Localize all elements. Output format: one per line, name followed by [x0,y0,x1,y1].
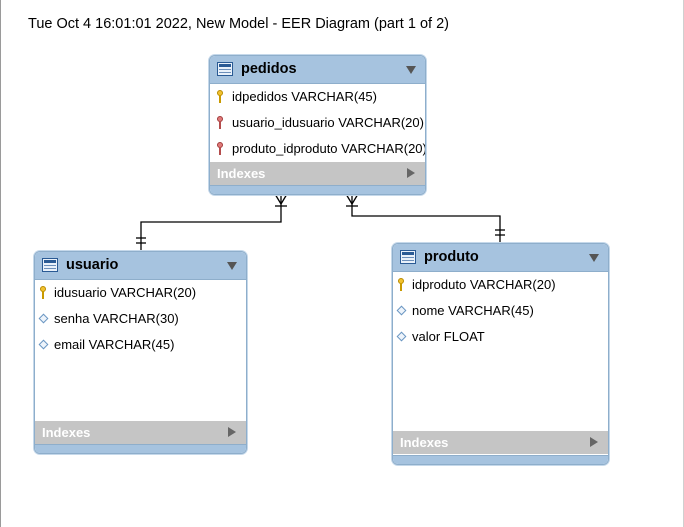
triangle-down-icon[interactable] [227,262,237,270]
column-label: produto_idproduto VARCHAR(20) [232,141,426,156]
column-label: email VARCHAR(45) [54,337,175,352]
column-label: idusuario VARCHAR(20) [54,285,197,300]
triangle-right-icon[interactable] [590,437,598,447]
column-list: idproduto VARCHAR(20) nome VARCHAR(45) v… [393,272,608,350]
foreign-key-icon [217,116,223,129]
column-label: valor FLOAT [412,329,485,344]
diagram-header: Tue Oct 4 16:01:01 2022, New Model - EER… [28,16,449,32]
indexes-section[interactable]: Indexes [35,421,246,444]
triangle-down-icon[interactable] [589,254,599,262]
column-list: idpedidos VARCHAR(45) usuario_idusuario … [210,84,425,162]
column-row[interactable]: valor FLOAT [393,324,608,350]
table-footer [210,185,425,194]
column-list: idusuario VARCHAR(20) senha VARCHAR(30) … [35,280,246,358]
table-name: usuario [66,257,119,273]
column-row[interactable]: idusuario VARCHAR(20) [35,280,246,306]
diamond-icon [396,305,407,316]
primary-key-icon [398,278,404,291]
column-row[interactable]: senha VARCHAR(30) [35,306,246,332]
column-label: idpedidos VARCHAR(45) [232,89,377,104]
table-icon [42,258,58,272]
page-left-border [0,0,1,527]
column-label: usuario_idusuario VARCHAR(20) [232,115,424,130]
table-pedidos[interactable]: pedidos idpedidos VARCHAR(45) usuario_id… [209,55,426,195]
diamond-icon [396,331,407,342]
triangle-down-icon[interactable] [406,66,416,74]
indexes-label: Indexes [42,425,91,440]
foreign-key-icon [217,142,223,155]
column-label: idproduto VARCHAR(20) [412,277,556,292]
diamond-icon [38,339,49,350]
relationship-pedidos-usuario[interactable] [136,193,288,250]
indexes-label: Indexes [400,435,449,450]
table-icon [400,250,416,264]
table-footer [393,455,608,464]
table-icon [217,62,233,76]
column-row[interactable]: idpedidos VARCHAR(45) [210,84,425,110]
column-row[interactable]: idproduto VARCHAR(20) [393,272,608,298]
triangle-right-icon[interactable] [407,168,415,178]
table-name: pedidos [241,61,297,77]
table-header[interactable]: usuario [35,252,246,280]
triangle-right-icon[interactable] [228,427,236,437]
table-usuario[interactable]: usuario idusuario VARCHAR(20) senha VARC… [34,251,247,454]
primary-key-icon [217,90,223,103]
table-produto[interactable]: produto idproduto VARCHAR(20) nome VARCH… [392,243,609,465]
primary-key-icon [40,286,46,299]
table-header[interactable]: produto [393,244,608,272]
column-label: senha VARCHAR(30) [54,311,179,326]
indexes-section[interactable]: Indexes [210,162,425,185]
diamond-icon [38,313,49,324]
relationship-pedidos-produto[interactable] [345,193,505,242]
table-footer [35,444,246,453]
column-row[interactable]: nome VARCHAR(45) [393,298,608,324]
indexes-label: Indexes [217,166,266,181]
column-row[interactable]: email VARCHAR(45) [35,332,246,358]
table-name: produto [424,249,479,265]
column-label: nome VARCHAR(45) [412,303,534,318]
indexes-section[interactable]: Indexes [393,431,608,454]
column-row[interactable]: produto_idproduto VARCHAR(20) [210,136,425,162]
column-row[interactable]: usuario_idusuario VARCHAR(20) [210,110,425,136]
table-header[interactable]: pedidos [210,56,425,84]
